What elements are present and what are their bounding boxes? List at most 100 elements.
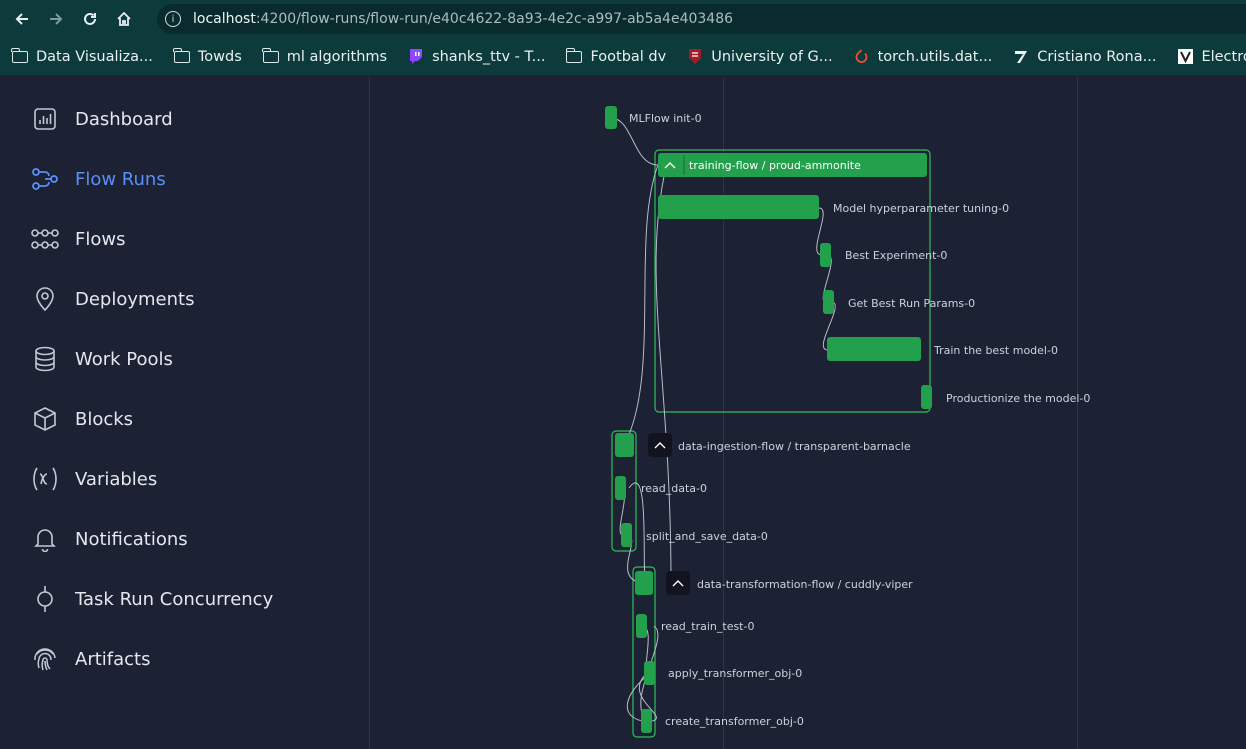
sidebar-item-artifacts[interactable]: Artifacts	[30, 639, 150, 679]
sidebar-item-work-pools[interactable]: Work Pools	[30, 339, 173, 379]
graph-gridline	[723, 77, 724, 749]
node-read-data[interactable]	[615, 476, 626, 500]
label-train-best: Train the best model-0	[933, 344, 1058, 357]
sidebar-item-label: Notifications	[75, 528, 188, 550]
bookmark-data-visualization[interactable]: Data Visualiza...	[11, 47, 153, 65]
node-read-train-test[interactable]	[636, 614, 647, 638]
label-split-save: split_and_save_data-0	[646, 530, 768, 543]
label-create-transformer: create_transformer_obj-0	[665, 715, 804, 728]
arrow-left-icon	[15, 13, 28, 25]
label-transformation-flow: data-transformation-flow / cuddly-viper	[697, 578, 913, 591]
node-train-best[interactable]	[827, 337, 921, 361]
node-best-params[interactable]	[823, 290, 834, 314]
node-training-flow[interactable]	[658, 153, 927, 177]
label-read-train-test: read_train_test-0	[661, 620, 754, 633]
node-ingestion-flow[interactable]	[615, 433, 634, 457]
bookmarks-bar: Data Visualiza... Towds ml algorithms sh…	[0, 38, 1246, 76]
concurrency-icon	[30, 584, 60, 614]
sidebar: Dashboard Flow Runs Flows Deployments Wo…	[0, 77, 370, 749]
node-productionize[interactable]	[921, 385, 932, 409]
pytorch-icon	[854, 49, 870, 63]
seven-icon	[1013, 50, 1029, 63]
flow-run-graph[interactable]: MLFlow init-0 training-flow / proud-ammo…	[371, 77, 1246, 749]
bookmark-ml-algorithms[interactable]: ml algorithms	[262, 47, 387, 65]
bookmark-label: Towds	[197, 48, 242, 65]
collapse-training-flow-button[interactable]	[664, 155, 685, 175]
node-transformation-flow[interactable]	[635, 571, 653, 595]
bookmark-towds[interactable]: Towds	[173, 47, 242, 65]
sidebar-item-label: Task Run Concurrency	[75, 588, 274, 610]
forward-button[interactable]	[39, 2, 73, 36]
node-mlflow-init[interactable]	[605, 106, 617, 129]
folder-icon	[565, 47, 583, 63]
flows-icon	[30, 224, 60, 254]
bookmark-electronic-library[interactable]: Electronic libr	[1177, 49, 1246, 65]
label-hyperparam: Model hyperparameter tuning-0	[833, 202, 1009, 215]
database-icon	[30, 344, 60, 374]
sidebar-item-deployments[interactable]: Deployments	[30, 279, 194, 319]
bookmark-torch[interactable]: torch.utils.dat...	[854, 48, 993, 65]
reload-button[interactable]	[73, 2, 107, 36]
bookmark-footbal-dv[interactable]: Footbal dv	[565, 47, 667, 65]
back-button[interactable]	[5, 2, 39, 36]
twitch-icon	[408, 49, 424, 64]
bookmark-shanks-ttv[interactable]: shanks_ttv - T...	[408, 49, 545, 65]
label-best-experiment: Best Experiment-0	[845, 249, 947, 262]
bell-icon	[30, 524, 60, 554]
fingerprint-icon	[30, 644, 60, 674]
node-hyperparam[interactable]	[658, 195, 819, 219]
bar-chart-icon	[30, 104, 60, 134]
sidebar-item-dashboard[interactable]: Dashboard	[30, 99, 173, 139]
bookmark-label: Footbal dv	[590, 48, 667, 65]
label-productionize: Productionize the model-0	[946, 392, 1090, 405]
sidebar-item-flows[interactable]: Flows	[30, 219, 125, 259]
flow-runs-icon	[30, 164, 60, 194]
bookmark-cristiano[interactable]: Cristiano Rona...	[1013, 49, 1156, 65]
folder-icon	[262, 47, 279, 63]
collapse-ingestion-flow-button[interactable]	[648, 433, 672, 457]
sidebar-item-label: Work Pools	[75, 348, 173, 370]
address-bar[interactable]: i localhost:4200/flow-runs/flow-run/e40c…	[157, 4, 1246, 34]
sidebar-item-label: Dashboard	[75, 108, 173, 130]
home-button[interactable]	[107, 2, 141, 36]
folder-icon	[173, 47, 190, 63]
graph-svg: MLFlow init-0 training-flow / proud-ammo…	[605, 106, 1090, 738]
sidebar-item-label: Flows	[75, 228, 126, 250]
transformation-flow-group	[632, 566, 656, 738]
sidebar-item-label: Blocks	[75, 408, 134, 430]
folder-icon	[11, 47, 28, 63]
bookmark-label: torch.utils.dat...	[877, 48, 993, 65]
sidebar-item-blocks[interactable]: Blocks	[30, 399, 133, 439]
node-create-transformer[interactable]	[641, 709, 652, 733]
site-info-icon[interactable]: i	[165, 11, 181, 27]
university-icon	[687, 49, 703, 64]
sidebar-item-label: Variables	[75, 468, 158, 490]
label-read-data: read_data-0	[641, 482, 707, 495]
cube-icon	[30, 404, 60, 434]
label-apply-transformer: apply_transformer_obj-0	[668, 667, 802, 680]
node-apply-transformer[interactable]	[644, 661, 655, 685]
sidebar-item-label: Artifacts	[75, 648, 151, 670]
node-split-save[interactable]	[621, 523, 632, 547]
sidebar-item-flow-runs[interactable]: Flow Runs	[30, 159, 166, 199]
collapse-transformation-flow-button[interactable]	[666, 571, 690, 595]
url-host: localhost	[193, 11, 256, 27]
label-best-params: Get Best Run Params-0	[848, 297, 975, 310]
arrow-right-icon	[50, 13, 63, 25]
bookmark-university[interactable]: University of G...	[687, 49, 833, 65]
graph-nodes	[605, 106, 932, 733]
url-path: :4200/flow-runs/flow-run/e40c4622-8a93-4…	[255, 11, 734, 27]
v-icon	[1177, 49, 1193, 64]
bookmark-label: Electronic libr	[1201, 48, 1246, 65]
sidebar-item-task-run-concurrency[interactable]: Task Run Concurrency	[30, 579, 273, 619]
training-flow-group	[654, 149, 931, 413]
node-best-experiment[interactable]	[820, 243, 831, 267]
graph-gridline	[1077, 77, 1078, 749]
sidebar-item-variables[interactable]: Variables	[30, 459, 157, 499]
location-pin-icon	[30, 284, 60, 314]
bookmark-label: Cristiano Rona...	[1037, 48, 1157, 65]
sidebar-item-notifications[interactable]: Notifications	[30, 519, 188, 559]
label-training-flow: training-flow / proud-ammonite	[689, 159, 861, 172]
home-icon	[117, 11, 131, 26]
reload-icon	[84, 12, 96, 25]
